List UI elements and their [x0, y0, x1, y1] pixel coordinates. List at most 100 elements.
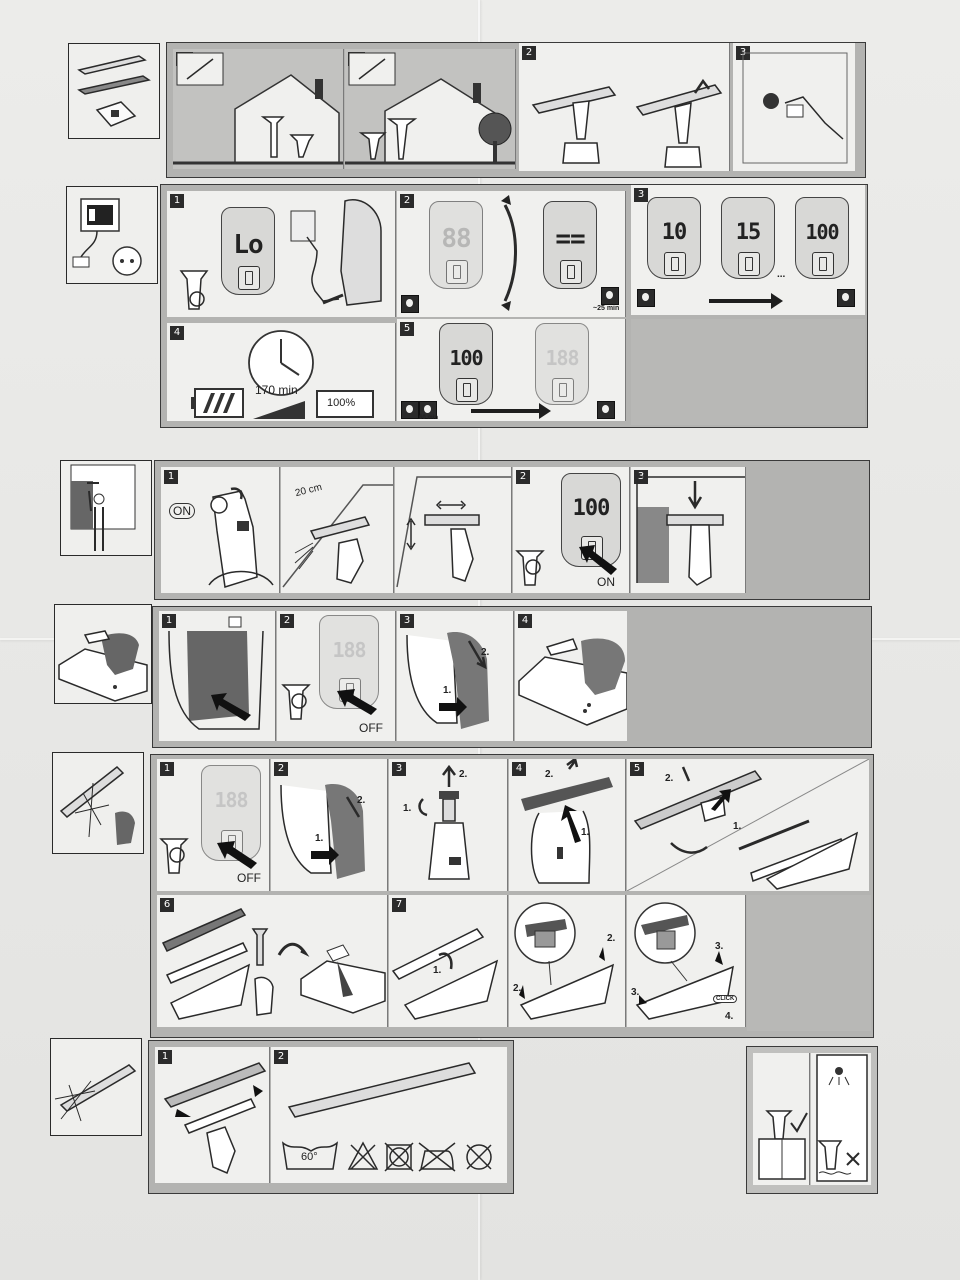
step-2-panel: 2 [519, 43, 730, 171]
empty-tank-sink-icon [58, 630, 148, 702]
power-button [560, 260, 582, 284]
spray-window-icon [282, 484, 393, 588]
wipe-window-icon [742, 52, 848, 164]
display-text: == [555, 224, 585, 254]
display-10: 10 [647, 197, 701, 279]
step-sub-1: 1. [733, 821, 742, 832]
step-3-panel: 3 [733, 43, 855, 171]
step-sub-1: 1. [403, 803, 412, 814]
step-number: 1 [164, 470, 178, 484]
display-text: 188 [332, 638, 366, 662]
maint-step-4-panel: 4 1. 2. [509, 759, 626, 891]
off-label: OFF [237, 871, 261, 885]
display-off: 188 [535, 323, 589, 405]
usage-icon-box [60, 460, 152, 556]
step-number: 2 [522, 46, 536, 60]
charge-time: 170 min [255, 383, 298, 397]
power-button [812, 252, 834, 276]
pad-band: 1 2 60° [148, 1040, 514, 1194]
attach-pad-icon [163, 1062, 267, 1175]
use-step-1a-panel: 1 ON [161, 467, 280, 593]
maint-step-7b-panel: 2. 2. [509, 895, 626, 1027]
display-text: 100 [572, 496, 611, 521]
empty-step-3-panel: 3 1. 2. [397, 611, 514, 741]
unscrew-top-icon [418, 764, 470, 880]
spray-bottle-on-icon [208, 487, 274, 588]
unit-close-icon [168, 616, 264, 730]
step-sub-3b: 3. [631, 987, 640, 998]
step-sub-2b: 2. [513, 983, 522, 994]
maint-step-2-panel: 2 1. 2. [271, 759, 388, 891]
light-on-icon [837, 289, 855, 307]
press-off-icon [159, 838, 257, 874]
maint-step-1-panel: 1 188 OFF [157, 759, 270, 891]
power-button [664, 252, 686, 276]
empty-cell [631, 319, 865, 425]
remove-nozzle-icon [521, 759, 613, 884]
click-lock-icon [634, 902, 734, 1020]
pad-step-1-panel: 1 [155, 1047, 270, 1183]
time-label: 60 min [419, 415, 439, 421]
step-number: 1 [170, 194, 184, 208]
step-sub-2: 2. [665, 773, 674, 784]
charger-device-icon [179, 198, 382, 310]
press-off-icon [281, 684, 377, 720]
power-button [446, 260, 468, 284]
step-number: 2 [400, 194, 414, 208]
display-text: 100 [449, 346, 483, 370]
maint-step-5-panel: 5 1. 2. [627, 759, 869, 891]
washing-symbols-icon [281, 1062, 492, 1172]
step-sub-4: 4. [725, 1011, 734, 1022]
step-number: 3 [634, 188, 648, 202]
light-on-icon [637, 289, 655, 307]
step-1a-panel: 1a [173, 49, 344, 169]
blink-bracket-icon [501, 195, 517, 311]
click-label: CLICK [713, 995, 738, 1003]
progress-arrow [709, 293, 783, 309]
remove-tank-icon [280, 784, 365, 879]
step-sub-2: 2. [357, 795, 366, 806]
empty-band: 1 2 188 OFF 3 1. 2. 4 [152, 606, 872, 748]
use-step-1c-panel [395, 467, 512, 593]
clock-icon [601, 287, 619, 305]
pour-sink-icon [518, 638, 627, 726]
display-dashes: == [543, 201, 597, 289]
display-text: 100 [805, 220, 839, 244]
assembly-band: 1a 1b 2 [166, 42, 866, 178]
charger-plug-icon [72, 198, 142, 276]
light-on-icon [401, 401, 419, 419]
disassembly-icon [59, 765, 135, 845]
assemble-blade-icon [391, 928, 499, 1020]
storage-band [746, 1046, 878, 1194]
step-number: 2 [516, 470, 530, 484]
charge-step-2-panel: 2 88 == ~25 min [397, 191, 626, 317]
person-cleaning-icon [70, 464, 136, 551]
display-lo: Lo [221, 207, 275, 295]
wash-temp: 60° [301, 1151, 318, 1163]
accessories-icon-box [68, 43, 160, 139]
display-text: Lo [233, 230, 263, 260]
step-sub-1: 1. [581, 827, 590, 838]
power-button [552, 378, 574, 402]
attach-nozzle-icon [531, 78, 723, 168]
charge-step-3-panel: 3 10 15 ... 100 [631, 185, 865, 315]
cabinet-ok-icon [758, 1110, 808, 1180]
rinse-parts-icon [161, 908, 386, 1020]
clock-icon [419, 401, 437, 419]
pad-icon-box [50, 1038, 142, 1136]
step-sub-2: 2. [481, 647, 490, 658]
off-label: OFF [359, 721, 383, 735]
vacuum-window-icon [636, 476, 745, 586]
pad-sparkle-icon [54, 1064, 137, 1122]
use-step-1b-panel: 20 cm [281, 467, 394, 593]
maint-step-6-panel: 6 [157, 895, 388, 1027]
step-sub-2: 2. [459, 769, 468, 780]
display-100: 100 [795, 197, 849, 279]
power-button [738, 252, 760, 276]
on-label: ON [597, 575, 615, 589]
shower-no-icon [816, 1054, 868, 1182]
light-off-icon [597, 401, 615, 419]
step-number: 6 [160, 898, 174, 912]
step-number: 3 [400, 614, 414, 628]
step-sub-1: 1. [443, 685, 452, 696]
